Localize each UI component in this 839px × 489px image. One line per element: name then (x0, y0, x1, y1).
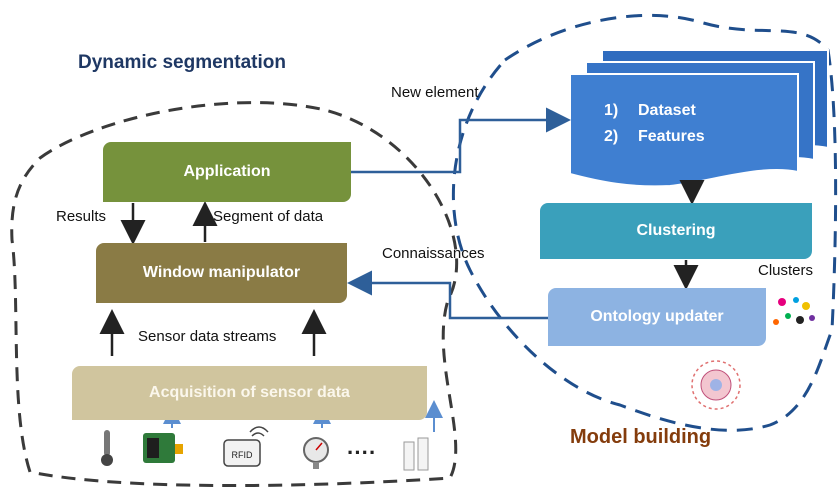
rfid-icon: RFID (223, 426, 269, 467)
dataset-list: 1)Dataset 2)Features (604, 98, 705, 150)
more-sensors-ellipsis: ···· (347, 440, 377, 465)
model-building-title: Model building (570, 426, 712, 448)
door-sensor-icon (403, 437, 429, 471)
svg-text:RFID: RFID (232, 450, 253, 460)
chip-sensor-icon (143, 433, 183, 463)
segment-of-data-label: Segment of data (213, 208, 324, 225)
application-box: Application (103, 142, 351, 202)
thermometer-icon (101, 430, 113, 466)
window-manipulator-box: Window manipulator (96, 243, 347, 303)
dataset-item: 1)Dataset (604, 102, 696, 119)
ontology-updater-box: Ontology updater (548, 288, 766, 346)
clusters-label: Clusters (758, 262, 814, 279)
acquisition-box: Acquisition of sensor data (72, 366, 427, 420)
clustering-box: Clustering (540, 203, 812, 259)
dataset-stack (569, 49, 829, 188)
sensor-data-streams-label: Sensor data streams (138, 328, 277, 345)
new-element-arrow (351, 107, 571, 174)
connaissances-label: Connaissances (382, 245, 485, 262)
dynamic-segmentation-region (10, 101, 459, 488)
dynamic-segmentation-title: Dynamic segmentation (78, 52, 286, 73)
features-item: 2)Features (604, 128, 705, 145)
clusters-icon (773, 297, 815, 325)
gauge-icon (303, 437, 329, 469)
results-label: Results (56, 208, 107, 225)
new-element-label: New element (391, 84, 479, 101)
ontology-network-icon (691, 360, 741, 410)
model-building-region (451, 13, 838, 432)
connaissances-arrow (347, 270, 548, 320)
